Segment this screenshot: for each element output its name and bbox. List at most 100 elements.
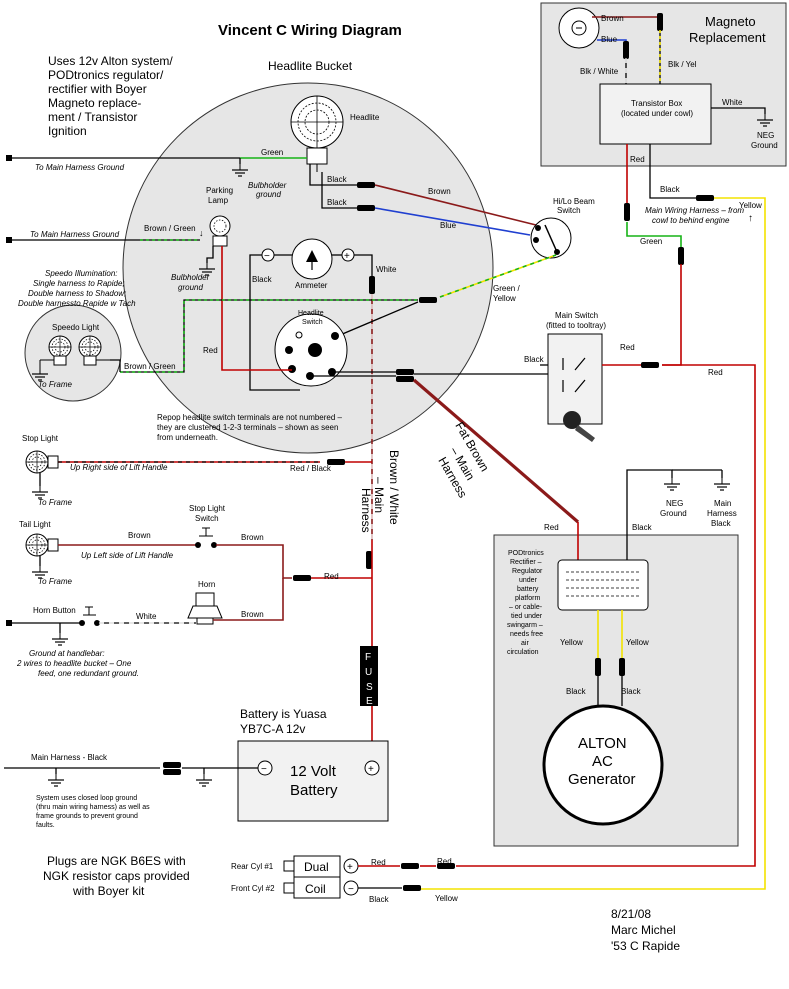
- ammeter-label: Ammeter: [295, 281, 328, 290]
- wire-label-yellow-main: Yellow: [739, 201, 762, 210]
- wire-label-black-gen1: Black: [566, 687, 587, 696]
- wire-label-white-tb: White: [722, 98, 743, 107]
- wire-label-brown-sw: Brown: [241, 533, 264, 542]
- svg-text:under: under: [519, 577, 538, 584]
- speedo-note-1: Speedo Illumination:: [45, 269, 118, 278]
- bulbholder-ground-1a: Bulbholder: [248, 181, 287, 190]
- horn-icon: [187, 592, 223, 625]
- speedo-panel: [24, 304, 122, 402]
- stop-light-switch-icon: [195, 527, 217, 548]
- wire-label-black-tb: Black: [660, 185, 681, 194]
- main-harness-black-3: Black: [711, 519, 732, 528]
- fuse-label: F U S E: [365, 652, 373, 707]
- wire-label-brown-green-park: Brown / Green: [144, 224, 196, 233]
- transistor-box-label-1: Transistor Box: [631, 99, 682, 108]
- wire-label-blk-yel: Blk / Yel: [668, 60, 697, 69]
- main-harness-ground-2: To Main Harness Ground: [30, 230, 120, 239]
- speedo-note-2: Single harness to Rapide;: [33, 279, 125, 288]
- wire-label-black-ms: Black: [524, 355, 545, 364]
- bulbholder-ground-2a: Bulbholder: [171, 273, 210, 282]
- main-harness-black-2: Harness: [707, 509, 737, 518]
- main-switch-label-2: (fitted to tooltray): [546, 321, 606, 330]
- headlite-switch-label-1: Headlite: [298, 310, 324, 317]
- svg-text:Magneto replace-: Magneto replace-: [48, 96, 141, 110]
- speedo-to-frame: To Frame: [38, 380, 72, 389]
- svg-text:– or cable-: – or cable-: [509, 604, 543, 611]
- tail-location: Up Left side of Lift Handle: [81, 551, 174, 560]
- ground-note-2: (thru main wiring harness) as well as: [36, 804, 150, 811]
- horn-label: Horn: [198, 580, 215, 589]
- wire-label-green-yellow-2: Yellow: [493, 294, 516, 303]
- parking-lamp-label-1: Parking: [206, 186, 233, 195]
- wire-label-red-tb: Red: [630, 155, 645, 164]
- tail-to-frame: To Frame: [38, 577, 72, 586]
- handlebar-note-1: Ground at handlebar:: [29, 649, 105, 658]
- battery: [237, 740, 389, 822]
- stop-location: Up Right side of Lift Handle: [70, 463, 168, 472]
- wire-label-blk-white: Blk / White: [580, 67, 619, 76]
- svg-text:Ignition: Ignition: [48, 124, 87, 138]
- headlite-note-3: from underneath.: [157, 433, 218, 442]
- handlebar-note-3: feed, one redundant ground.: [38, 669, 139, 678]
- speedo-note-3: Double harness to Shadow;: [28, 289, 126, 298]
- wire-label-white-horn: White: [136, 612, 157, 621]
- headlite-bucket-title: Headlite Bucket: [268, 59, 353, 73]
- bulbholder-ground-1b: ground: [256, 190, 281, 199]
- signature-name: Marc Michel: [611, 923, 676, 937]
- wire-label-black-h1: Black: [327, 175, 348, 184]
- wire-label-green-yellow-1: Green /: [493, 284, 520, 293]
- harness-brown-white-label: Brown / White – Main Harness: [359, 450, 401, 533]
- alton-label-2: AC: [592, 753, 613, 770]
- magneto-title-1: Magneto: [705, 14, 756, 29]
- horn-button-icon: [79, 606, 100, 626]
- hi-lo-label-1: Hi/Lo Beam: [553, 197, 595, 206]
- speedo-note-4: Double harnessto Rapide w Tach: [18, 299, 136, 308]
- plugs-note-2: NGK resistor caps provided: [43, 869, 190, 883]
- signature-bike: '53 C Rapide: [611, 939, 680, 953]
- hi-lo-label-2: Switch: [557, 206, 581, 215]
- main-wiring-note-2: cowl to behind engine: [652, 216, 730, 225]
- neg-ground-label-2: Ground: [751, 141, 778, 150]
- magneto-title-2: Replacement: [689, 30, 766, 45]
- svg-text:ment / Transistor: ment / Transistor: [48, 110, 137, 124]
- alton-label-1: ALTON: [578, 735, 627, 752]
- wire-label-green-head: Green: [261, 148, 283, 157]
- svg-text:swingarm –: swingarm –: [507, 622, 543, 629]
- stop-light-label: Stop Light: [22, 434, 59, 443]
- ground-note-1: System uses closed loop ground: [36, 795, 137, 802]
- ground-note-3: frame grounds to prevent ground: [36, 813, 138, 820]
- wire-label-brown-tail: Brown: [128, 531, 151, 540]
- wire-label-red-coil: Red: [371, 858, 386, 867]
- wire-label-black-pod: Black: [632, 523, 653, 532]
- signature-date: 8/21/08: [611, 907, 651, 921]
- svg-text:E: E: [366, 696, 373, 707]
- ammeter-icon: [261, 238, 355, 280]
- hi-lo-beam-switch: [530, 217, 572, 259]
- wire-label-red-black: Red / Black: [290, 464, 332, 473]
- wire-label-white-amm: White: [376, 265, 397, 274]
- svg-text:Brown / White: Brown / White: [387, 450, 401, 525]
- intro-note: Uses 12v Alton system/ PODtronics regula…: [48, 54, 173, 138]
- wire-label-red-ms2: Red: [708, 368, 723, 377]
- svg-text:tied under: tied under: [511, 613, 543, 620]
- battery-label-1: 12 Volt: [290, 763, 337, 780]
- headlite-icon: [290, 95, 344, 172]
- svg-text:circulation: circulation: [507, 649, 539, 656]
- plugs-note-3: with Boyer kit: [72, 884, 145, 898]
- key-icon: [563, 411, 595, 442]
- wire-label-yellow-pod1: Yellow: [560, 638, 583, 647]
- svg-text:S: S: [366, 682, 373, 693]
- wire-label-yellow-pod2: Yellow: [626, 638, 649, 647]
- main-harness-ground-1: To Main Harness Ground: [35, 163, 125, 172]
- svg-text:– Main: – Main: [372, 477, 386, 513]
- coil-dual-label: Dual: [304, 860, 329, 874]
- alton-generator: [542, 704, 664, 826]
- wire-label-red-coil2: Red: [437, 857, 452, 866]
- ground-note-4: faults.: [36, 822, 55, 829]
- main-harness-black-1: Main: [714, 499, 731, 508]
- bulbholder-ground-2b: ground: [178, 283, 203, 292]
- parking-lamp-icon: [209, 215, 231, 247]
- stop-switch-label-2: Switch: [195, 514, 219, 523]
- main-switch-box: [547, 333, 603, 425]
- svg-text:Regulator: Regulator: [512, 568, 543, 575]
